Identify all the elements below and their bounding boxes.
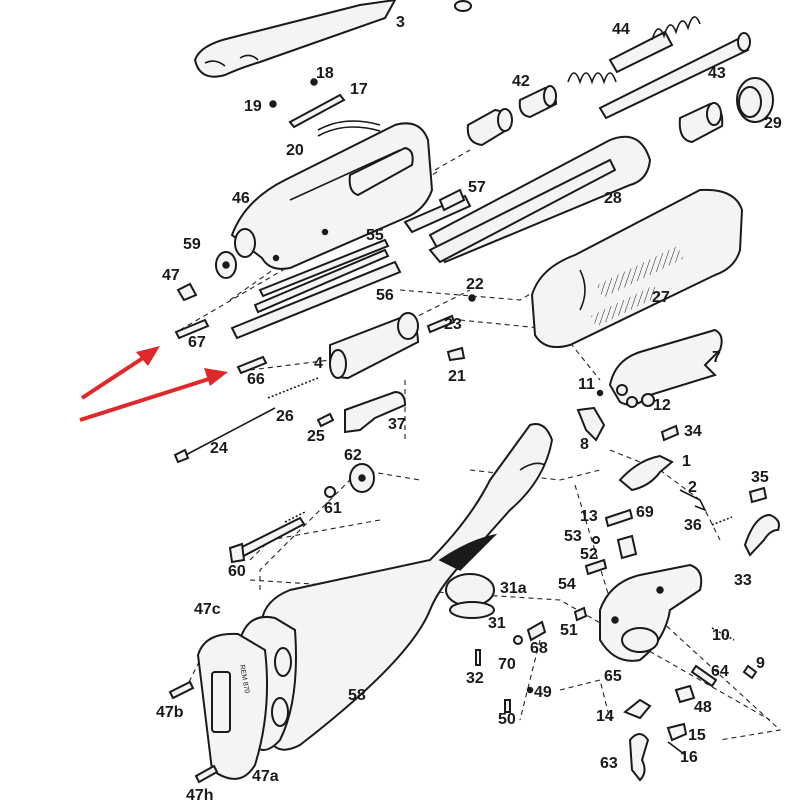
part-9-10-64-pins: [690, 627, 758, 688]
label-53: 53: [564, 528, 582, 545]
label-46: 46: [232, 190, 250, 207]
label-14: 14: [596, 708, 614, 725]
label-67: 67: [188, 334, 206, 351]
label-2: 2: [688, 479, 697, 496]
label-8: 8: [580, 436, 589, 453]
label-24: 24: [210, 440, 228, 457]
label-3: 3: [396, 14, 405, 31]
label-68: 68: [530, 640, 548, 657]
part-17-18-19-pins: [269, 78, 381, 137]
label-48: 48: [694, 699, 712, 716]
label-29: 29: [764, 115, 782, 132]
label-25: 25: [307, 428, 325, 445]
label-20: 20: [286, 142, 304, 159]
label-42: 42: [512, 73, 530, 90]
part-46-receiver: [230, 122, 434, 270]
label-60: 60: [228, 563, 246, 580]
label-69: 69: [636, 504, 654, 521]
part-47a-47c-recoil-pad: REM 870: [196, 616, 297, 780]
label-36: 36: [684, 517, 702, 534]
label-23: 23: [444, 316, 462, 333]
label-63: 63: [600, 755, 618, 772]
recoil-pad-marking: REM 870: [238, 664, 250, 694]
label-51: 51: [560, 622, 578, 639]
label-50: 50: [498, 711, 516, 728]
label-31a: 31a: [500, 580, 527, 597]
label-58: 58: [348, 687, 366, 704]
label-18: 18: [316, 65, 334, 82]
label-59: 59: [183, 236, 201, 253]
part-31-31a-32-51-68-70-grip-cap: [445, 573, 588, 666]
label-10: 10: [712, 627, 730, 644]
part-65-trigger-plate: [584, 534, 703, 662]
part-66-67-pins: [174, 318, 268, 375]
part-55-56-slides: [230, 238, 402, 340]
label-44: 44: [612, 21, 630, 38]
label-47: 47: [162, 267, 180, 284]
part-42-44-43-29-magazine-parts: [466, 16, 774, 147]
part-1-2-13-33-34-35-36-69-internals: [604, 424, 780, 557]
label-21: 21: [448, 368, 466, 385]
label-62: 62: [344, 447, 362, 464]
part-47b-47h-screws: [168, 680, 219, 784]
label-16: 16: [680, 749, 698, 766]
label-64: 64: [711, 663, 729, 680]
label-56: 56: [376, 287, 394, 304]
part-57-action-bar-lock: [403, 188, 472, 234]
label-27: 27: [652, 289, 670, 306]
part-24-25-26-firing-pin: [173, 377, 335, 464]
part-60-61-62-stock-bolt: [228, 463, 375, 564]
label-19: 19: [244, 98, 262, 115]
part-4-breech-bolt: [329, 312, 420, 380]
label-1: 1: [682, 453, 691, 470]
label-33: 33: [734, 572, 752, 589]
label-4: 4: [314, 355, 323, 372]
label-22: 22: [466, 276, 484, 293]
label-26: 26: [276, 408, 294, 425]
label-57: 57: [468, 179, 486, 196]
part-37-extractor: [344, 390, 407, 434]
label-32: 32: [466, 670, 484, 687]
label-55: 55: [366, 227, 384, 244]
label-15: 15: [688, 727, 706, 744]
label-47c: 47c: [194, 601, 221, 618]
part-14-15-16-48-49-50-63-trigger-parts: [504, 684, 696, 782]
label-66: 66: [247, 371, 265, 388]
label-35: 35: [751, 469, 769, 486]
label-47h: 47h: [186, 787, 214, 800]
label-47a: 47a: [252, 768, 279, 785]
label-37: 37: [388, 416, 406, 433]
label-12: 12: [653, 397, 671, 414]
part-3-magazine-cap-guard: [193, 0, 472, 78]
label-54: 54: [558, 576, 576, 593]
label-52: 52: [580, 546, 598, 563]
label-13: 13: [580, 508, 598, 525]
label-11: 11: [578, 376, 595, 393]
label-7: 7: [712, 349, 721, 366]
part-7-carrier: [576, 328, 723, 442]
label-70: 70: [498, 656, 516, 673]
label-31: 31: [488, 615, 506, 632]
label-17: 17: [350, 81, 368, 98]
label-47b: 47b: [156, 704, 184, 721]
part-number-labels: 3 44 18 17 19 42 43 29 20 46 57 28 59 55…: [156, 14, 782, 800]
label-34: 34: [684, 423, 702, 440]
part-59-47-small-parts: [176, 251, 237, 302]
part-27-fore-end: [530, 188, 744, 348]
label-65: 65: [604, 668, 622, 685]
red-pointer-arrow-lower: [79, 368, 228, 422]
part-28-action-bar: [428, 102, 724, 264]
part-21-22-23-small-parts: [426, 294, 476, 362]
label-61: 61: [324, 500, 342, 517]
label-43: 43: [708, 65, 726, 82]
red-pointer-arrow-upper: [80, 346, 160, 400]
label-49: 49: [534, 684, 552, 701]
part-58-buttstock: [260, 423, 554, 751]
label-28: 28: [604, 190, 622, 207]
label-9: 9: [756, 655, 765, 672]
